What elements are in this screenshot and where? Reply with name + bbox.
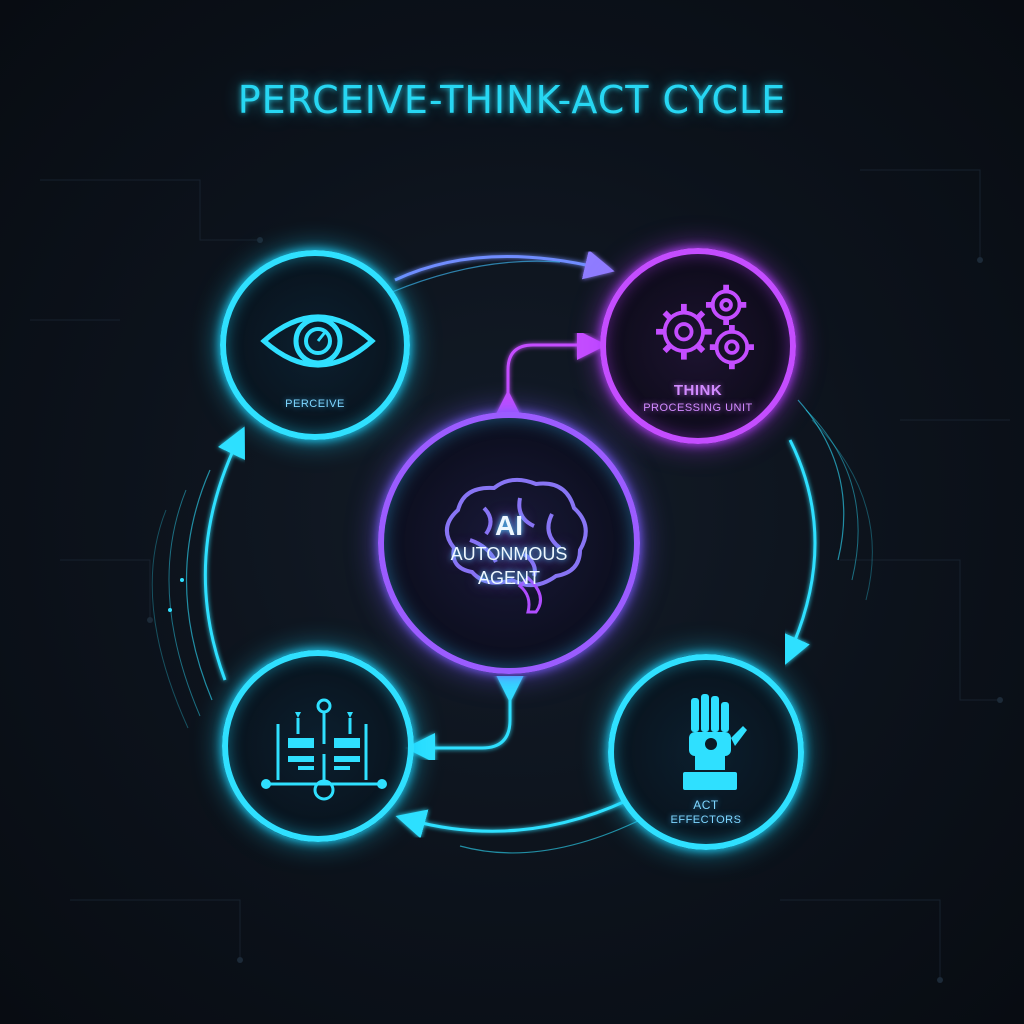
eye-icon xyxy=(260,314,376,368)
agent-line2: AUTONMOUS xyxy=(450,544,568,564)
brain-icon xyxy=(445,477,588,614)
diagram-title: PERCEIVE-THINK-ACT CYCLE xyxy=(237,78,787,122)
perceive-node: PERCEIVE xyxy=(220,250,410,440)
act-label: ACT xyxy=(693,798,719,812)
circuit-icon xyxy=(261,698,387,801)
robot-hand-icon xyxy=(683,694,747,790)
gears-icon xyxy=(656,284,754,370)
act-node: ACT EFFECTORS xyxy=(608,654,804,850)
arrow-agent-learn xyxy=(405,673,525,763)
think-sublabel: PROCESSING UNIT xyxy=(643,402,753,414)
arrow-learn-to-perceive xyxy=(203,426,245,681)
arrow-perceive-to-think xyxy=(394,249,615,282)
think-node: THINK PROCESSING UNIT xyxy=(600,248,796,444)
agent-line3: AGENT xyxy=(477,568,540,588)
act-sublabel: EFFECTORS xyxy=(670,814,742,826)
ai-agent-node: AI AUTONMOUS AGENT xyxy=(378,412,640,674)
circuit-node xyxy=(222,650,414,842)
perceive-label: PERCEIVE xyxy=(285,398,345,410)
arrow-think-to-act xyxy=(782,439,817,666)
arrow-act-to-learn xyxy=(395,798,629,839)
agent-line1: AI xyxy=(495,510,523,541)
arrow-agent-think xyxy=(493,330,607,420)
think-label: THINK xyxy=(673,382,723,399)
